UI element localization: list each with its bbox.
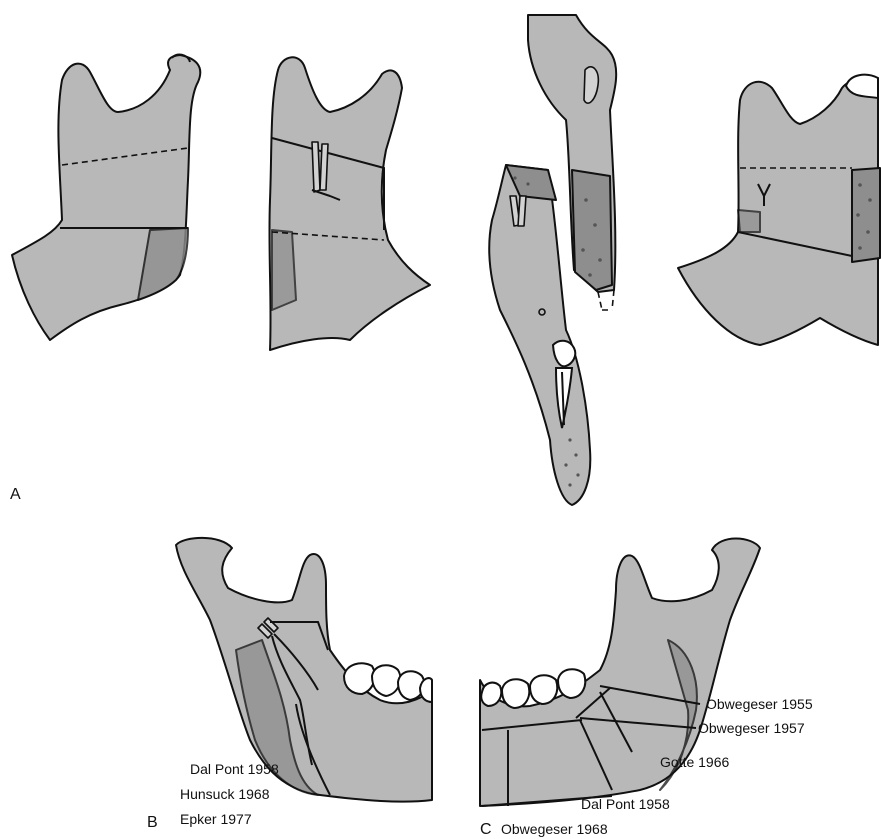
panel-b: Dal Pont 1958 Hunsuck 1968 Epker 1977 B	[147, 538, 432, 831]
sagittal-split-fragments	[489, 15, 616, 505]
label-dal-pont-1958-c: Dal Pont 1958	[581, 796, 670, 812]
label-epker-1977: Epker 1977	[180, 811, 252, 827]
ramus-with-graft	[678, 75, 880, 345]
label-obwegeser-1955: Obwegeser 1955	[706, 696, 813, 712]
panel-label-c: C	[480, 821, 492, 838]
label-obwegeser-1968: Obwegeser 1968	[501, 821, 608, 837]
panel-a: A	[10, 15, 880, 505]
ramus-horizontal-osteotomy	[12, 55, 200, 340]
label-gotte-1966: Gotte 1966	[660, 754, 729, 770]
panel-c: Obwegeser 1955 Obwegeser 1957 Gotte 1966…	[480, 539, 813, 839]
label-dal-pont-1958-b: Dal Pont 1958	[190, 761, 279, 777]
ramus-inverted-l-osteotomy	[269, 57, 430, 350]
panel-label-b: B	[147, 814, 158, 831]
label-obwegeser-1957: Obwegeser 1957	[698, 720, 805, 736]
label-hunsuck-1968: Hunsuck 1968	[180, 786, 270, 802]
panel-label-a: A	[10, 486, 21, 503]
